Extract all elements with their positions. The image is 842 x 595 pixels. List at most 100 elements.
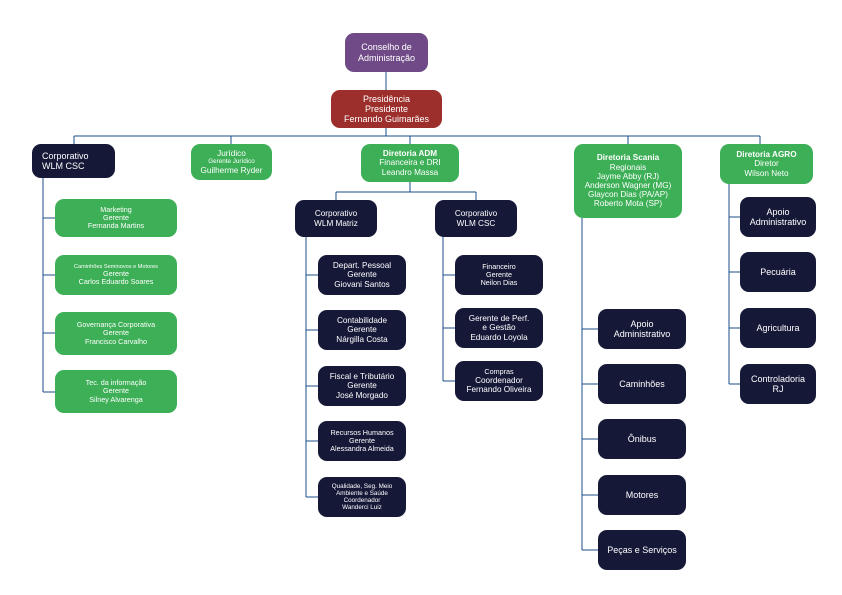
financeiro-node: Financeiro Gerente Neilon Dias bbox=[455, 255, 543, 295]
diretoria-agro-line3: Wilson Neto bbox=[744, 168, 789, 178]
board-line1: Conselho de bbox=[361, 42, 412, 53]
qualidade-node: Qualidade, Seg. Meio Ambiente e Saúde Co… bbox=[318, 477, 406, 517]
agro-agricultura-line1: Agricultura bbox=[756, 322, 800, 333]
caminhoes-seminovos-line1: Caminhões Seminovos e Motores bbox=[74, 263, 158, 270]
compras-node: Compras Coordenador Fernando Oliveira bbox=[455, 361, 543, 401]
scania-motores-line1: Motores bbox=[625, 489, 659, 500]
corporativo-csc2-node: Corporativo WLM CSC bbox=[435, 200, 517, 237]
depart-pessoal-line1: Depart. Pessoal bbox=[332, 261, 392, 271]
qualidade-line1: Qualidade, Seg. Meio bbox=[331, 482, 393, 490]
agro-agricultura-node: Agricultura bbox=[740, 308, 816, 348]
fiscal-tributario-line1: Fiscal e Tributário bbox=[329, 372, 395, 382]
scania-pecas-line1: Peças e Serviços bbox=[607, 544, 677, 555]
financeiro-line2: Gerente bbox=[486, 269, 512, 279]
corporativo-matriz-node: Corporativo WLM Matriz bbox=[295, 200, 377, 237]
scania-onibus-node: Ônibus bbox=[598, 419, 686, 459]
tec-informacao-line1: Tec. da informação bbox=[85, 378, 147, 388]
agro-pecuaria-node: Pecuária bbox=[740, 252, 816, 292]
fiscal-tributario-line3: José Morgado bbox=[336, 390, 388, 400]
qualidade-line3: Coordenador bbox=[343, 497, 381, 504]
caminhoes-seminovos-line3: Carlos Eduardo Soares bbox=[78, 277, 154, 287]
compras-line2: Coordenador bbox=[475, 375, 523, 385]
compras-line1: Compras bbox=[484, 366, 514, 376]
financeiro-line1: Financeiro bbox=[482, 261, 516, 271]
diretoria-scania-line1: Diretoria Scania bbox=[596, 153, 660, 163]
diretoria-adm-line1: Diretoria ADM bbox=[382, 149, 438, 159]
juridico-line2: Gerente Jurídico bbox=[208, 158, 255, 166]
diretoria-scania-node: Diretoria Scania Regionais Jayme Abby (R… bbox=[574, 144, 682, 218]
corporativo-matriz-line2: WLM Matriz bbox=[314, 218, 358, 228]
governanca-line2: Gerente bbox=[103, 328, 129, 338]
contabilidade-line2: Gerente bbox=[347, 325, 377, 335]
presidency-line1: Presidência bbox=[362, 93, 411, 104]
tec-informacao-line2: Gerente bbox=[103, 386, 129, 396]
perf-gestao-line3: Eduardo Loyola bbox=[470, 332, 528, 342]
contabilidade-line1: Contabilidade bbox=[336, 316, 388, 326]
agro-apoio-line2: Administrativo bbox=[749, 217, 807, 227]
recursos-humanos-node: Recursos Humanos Gerente Alessandra Alme… bbox=[318, 421, 406, 461]
diretoria-agro-line1: Diretoria AGRO bbox=[736, 150, 797, 160]
juridico-node: Jurídico Gerente Jurídico Guilherme Ryde… bbox=[191, 144, 272, 180]
corporativo-csc-node: Corporativo WLM CSC bbox=[32, 144, 115, 178]
depart-pessoal-line2: Gerente bbox=[347, 270, 377, 280]
corporativo-matriz-line1: Corporativo bbox=[314, 209, 358, 219]
marketing-line2: Gerente bbox=[103, 212, 129, 222]
marketing-node: Marketing Gerente Fernanda Martins bbox=[55, 199, 177, 237]
diretoria-scania-line6: Roberto Mota (SP) bbox=[593, 199, 663, 209]
marketing-line1: Marketing bbox=[100, 204, 132, 214]
agro-controladoria-line2: RJ bbox=[772, 384, 784, 394]
qualidade-line4: Wanderci Luiz bbox=[342, 504, 382, 512]
agro-apoio-node: Apoio Administrativo bbox=[740, 197, 816, 237]
diretoria-adm-node: Diretoria ADM Financeira e DRI Leandro M… bbox=[361, 144, 459, 182]
recursos-humanos-line1: Recursos Humanos bbox=[330, 427, 394, 437]
scania-pecas-node: Peças e Serviços bbox=[598, 530, 686, 570]
caminhoes-seminovos-line2: Gerente bbox=[103, 269, 129, 279]
diretoria-scania-line4: Anderson Wagner (MG) bbox=[584, 181, 672, 190]
scania-motores-node: Motores bbox=[598, 475, 686, 515]
scania-apoio-node: Apoio Administrativo bbox=[598, 309, 686, 349]
agro-controladoria-node: Controladoria RJ bbox=[740, 364, 816, 404]
diretoria-scania-line3: Jayme Abby (RJ) bbox=[596, 171, 660, 181]
agro-controladoria-line1: Controladoria bbox=[750, 373, 806, 384]
depart-pessoal-node: Depart. Pessoal Gerente Giovani Santos bbox=[318, 255, 406, 295]
scania-onibus-line1: Ônibus bbox=[627, 433, 657, 444]
compras-line3: Fernando Oliveira bbox=[466, 385, 532, 395]
contabilidade-node: Contabilidade Gerente Nárgilla Costa bbox=[318, 310, 406, 350]
depart-pessoal-line3: Giovani Santos bbox=[334, 279, 390, 289]
perf-gestao-node: Gerente de Perf. e Gestão Eduardo Loyola bbox=[455, 308, 543, 348]
board-node: Conselho de Administração bbox=[345, 33, 428, 72]
scania-apoio-line1: Apoio bbox=[630, 318, 654, 329]
diretoria-adm-line3: Leandro Massa bbox=[381, 167, 439, 177]
scania-apoio-line2: Administrativo bbox=[613, 329, 671, 339]
tec-informacao-node: Tec. da informação Gerente Silney Alvare… bbox=[55, 370, 177, 413]
qualidade-line2: Ambiente e Saúde bbox=[336, 489, 388, 497]
diretoria-scania-line5: Glaycon Dias (PA/AP) bbox=[588, 190, 668, 200]
diretoria-adm-line2: Financeira e DRI bbox=[379, 158, 441, 168]
board-line2: Administração bbox=[357, 52, 416, 63]
agro-apoio-line1: Apoio bbox=[766, 206, 790, 217]
presidency-line2: Presidente bbox=[364, 103, 409, 114]
recursos-humanos-line2: Gerente bbox=[349, 435, 375, 445]
corporativo-csc2-line1: Corporativo bbox=[454, 209, 498, 219]
financeiro-line3: Neilon Dias bbox=[480, 278, 518, 288]
diretoria-agro-line2: Diretor bbox=[754, 159, 779, 169]
fiscal-tributario-node: Fiscal e Tributário Gerente José Morgado bbox=[318, 366, 406, 406]
marketing-line3: Fernanda Martins bbox=[87, 221, 145, 231]
diretoria-scania-line2: Regionais bbox=[609, 162, 647, 172]
diretoria-agro-node: Diretoria AGRO Diretor Wilson Neto bbox=[720, 144, 813, 184]
perf-gestao-line1: Gerente de Perf. bbox=[468, 314, 530, 324]
corporativo-csc2-line2: WLM CSC bbox=[456, 218, 496, 228]
corporativo-csc-line2: WLM CSC bbox=[42, 161, 85, 171]
agro-pecuaria-line1: Pecuária bbox=[760, 266, 796, 277]
fiscal-tributario-line2: Gerente bbox=[347, 381, 377, 391]
governanca-line1: Governança Corporativa bbox=[76, 320, 156, 330]
tec-informacao-line3: Silney Alvarenga bbox=[89, 394, 143, 404]
presidency-node: Presidência Presidente Fernando Guimarãe… bbox=[331, 90, 442, 128]
presidency-line3: Fernando Guimarães bbox=[343, 114, 430, 125]
governanca-node: Governança Corporativa Gerente Francisco… bbox=[55, 312, 177, 355]
perf-gestao-line2: e Gestão bbox=[482, 323, 516, 333]
scania-caminhoes-line1: Caminhões bbox=[619, 378, 665, 389]
scania-caminhoes-node: Caminhões bbox=[598, 364, 686, 404]
contabilidade-line3: Nárgilla Costa bbox=[336, 334, 388, 344]
